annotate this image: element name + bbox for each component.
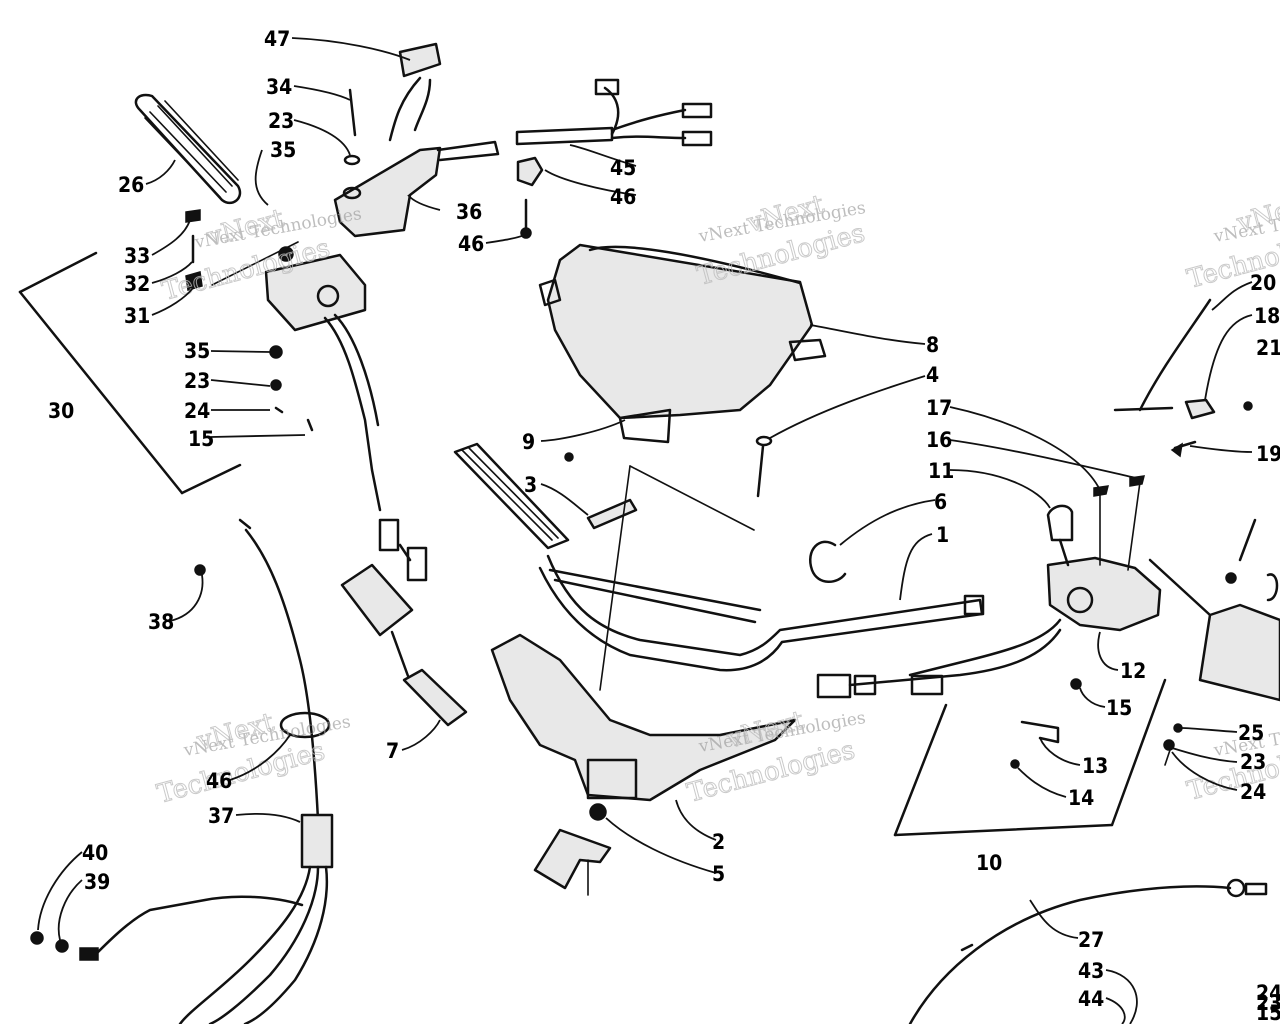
switch-7 xyxy=(402,668,468,727)
right-control-housing xyxy=(816,504,1162,769)
label-39: 39 xyxy=(84,870,110,894)
label-19: 19 xyxy=(1256,442,1280,466)
label-26: 26 xyxy=(118,173,144,197)
instrument-housing xyxy=(538,243,827,444)
label-23c: 23 xyxy=(1240,750,1266,774)
label-46b: 46 xyxy=(206,769,232,793)
connector-46 xyxy=(516,156,544,187)
label-20: 20 xyxy=(1250,271,1276,295)
label-4: 4 xyxy=(926,363,939,387)
label-16: 16 xyxy=(926,428,952,452)
label-23: 23 xyxy=(268,109,294,133)
label-37: 37 xyxy=(208,804,234,828)
label-11: 11 xyxy=(928,459,954,483)
label-30: 30 xyxy=(48,399,74,423)
assembly-line-3b xyxy=(599,465,631,691)
label-24c: 24 xyxy=(1256,981,1280,1005)
label-33: 33 xyxy=(124,244,150,268)
nut-31 xyxy=(185,271,203,291)
label-35b: 35 xyxy=(184,339,210,363)
label-13: 13 xyxy=(1082,754,1108,778)
clip-33 xyxy=(185,209,201,223)
label-15b: 15 xyxy=(1106,696,1132,720)
label-2: 2 xyxy=(712,830,725,854)
indicator-line-30 xyxy=(211,241,299,286)
bracket-line-10c xyxy=(1110,678,1167,827)
lower-bracket xyxy=(490,633,797,821)
switch-48 xyxy=(388,42,442,142)
label-7: 7 xyxy=(386,739,399,763)
label-45: 45 xyxy=(610,156,636,180)
throttle-bracket xyxy=(333,88,500,238)
label-46: 46 xyxy=(610,185,636,209)
handlebar xyxy=(453,442,985,672)
brake-cable xyxy=(908,878,1268,1024)
label-10: 10 xyxy=(976,851,1002,875)
label-12: 12 xyxy=(1120,659,1146,683)
label-36: 36 xyxy=(456,200,482,224)
label-15: 15 xyxy=(188,427,214,451)
bracket-line-10 xyxy=(893,703,948,837)
bolt-4 xyxy=(755,435,773,498)
label-43: 43 xyxy=(1078,959,1104,983)
bracket-line-30b xyxy=(18,290,184,495)
bracket-line-10b xyxy=(893,823,1114,837)
assembly-line-17 xyxy=(1127,481,1141,571)
label-9: 9 xyxy=(522,430,535,454)
right-edge-parts xyxy=(1113,298,1280,766)
label-8: 8 xyxy=(926,333,939,357)
label-14: 14 xyxy=(1068,786,1094,810)
bracket-line-30 xyxy=(18,251,98,294)
plate-3 xyxy=(586,498,638,530)
label-23d: 23 xyxy=(1256,991,1280,1015)
label-48: 47 xyxy=(264,27,290,51)
label-5: 5 xyxy=(712,862,725,886)
wire-harness-45 xyxy=(515,78,713,147)
label-27: 27 xyxy=(1078,928,1104,952)
decal-7 xyxy=(340,563,414,637)
label-25: 25 xyxy=(1238,721,1264,745)
retainer-ring xyxy=(809,540,847,583)
mount-plate-5 xyxy=(533,828,612,890)
label-47: 46 xyxy=(458,232,484,256)
label-35: 35 xyxy=(270,138,296,162)
label-44: 44 xyxy=(1078,987,1104,1011)
part-labels: 47 34 23 35 26 36 45 46 46 33 32 31 30 3… xyxy=(48,27,1280,1024)
label-6: 6 xyxy=(934,490,947,514)
label-34: 34 xyxy=(266,75,292,99)
throttle-cable xyxy=(30,518,334,1024)
label-1: 1 xyxy=(936,523,949,547)
label-18: 18 xyxy=(1254,304,1280,328)
screw-47 xyxy=(520,198,532,239)
screw-9 xyxy=(564,452,574,462)
label-31: 31 xyxy=(124,304,150,328)
label-24: 24 xyxy=(184,399,210,423)
label-32: 32 xyxy=(124,272,150,296)
label-17: 17 xyxy=(926,396,952,420)
grip xyxy=(134,93,242,205)
svg-text:vNext: vNext xyxy=(723,705,808,755)
label-38: 38 xyxy=(148,610,174,634)
label-23b: 23 xyxy=(184,369,210,393)
label-24b: 24 xyxy=(1240,780,1266,804)
label-40: 40 xyxy=(82,841,108,865)
leader-lines xyxy=(37,37,1253,1024)
left-control-housing xyxy=(264,246,428,582)
clip-17 xyxy=(1093,485,1109,497)
bracket-line-30c xyxy=(180,463,242,495)
label-15c: 15 xyxy=(1256,1001,1280,1024)
wire-7 xyxy=(390,630,410,678)
label-21: 21 xyxy=(1256,336,1280,360)
svg-text:vNext: vNext xyxy=(203,203,288,253)
label-3: 3 xyxy=(524,473,537,497)
assembly-line-3 xyxy=(629,465,755,531)
